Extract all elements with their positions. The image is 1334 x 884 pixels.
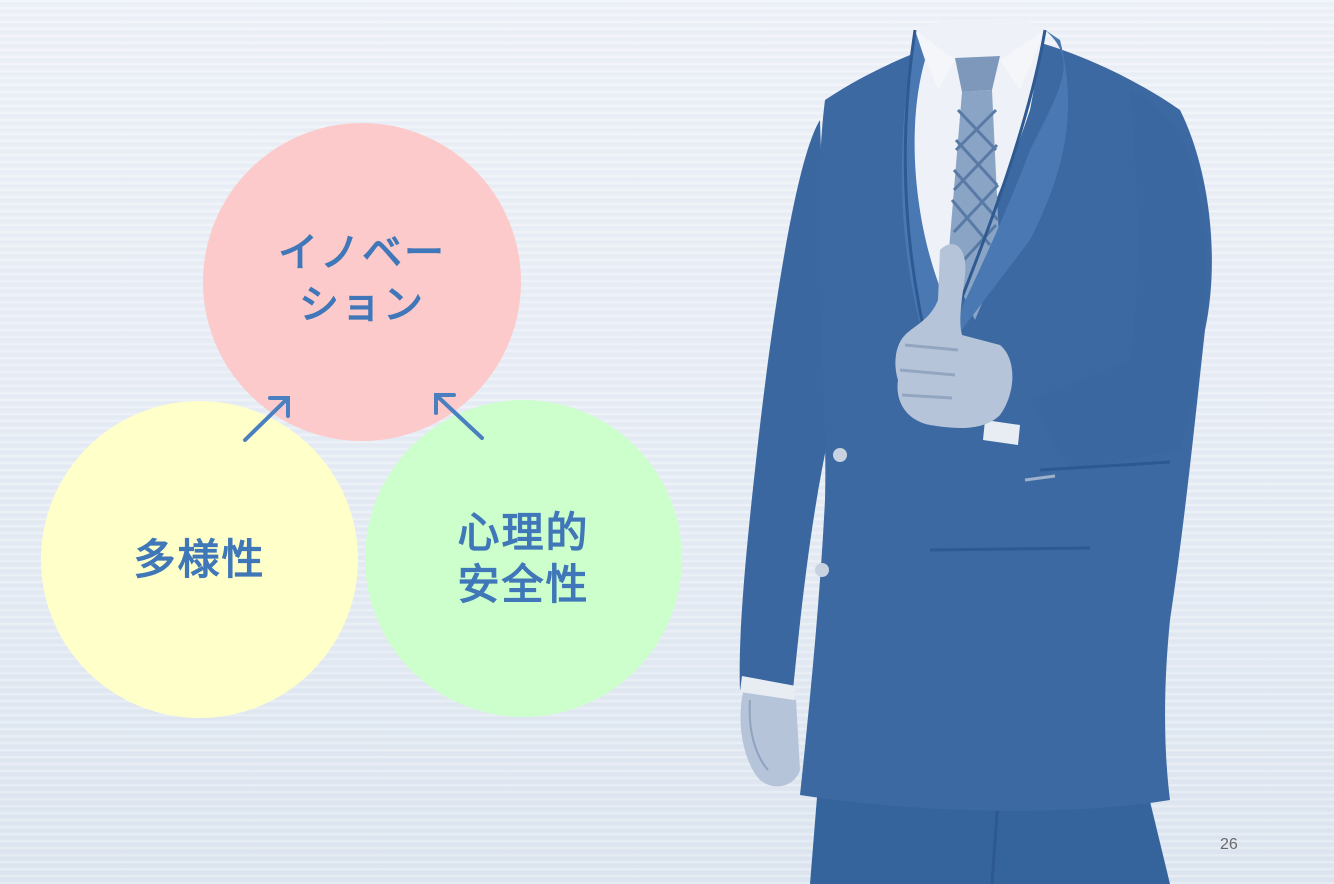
psychological-safety-circle: 心理的 安全性 xyxy=(365,400,682,717)
innovation-circle: イノベー ション xyxy=(203,123,521,441)
businessman-thumbs-up-image xyxy=(739,18,1212,884)
diversity-label: 多様性 xyxy=(133,534,266,584)
arrow-diversity-to-innovation xyxy=(243,396,290,442)
innovation-label: イノベー ション xyxy=(278,230,446,328)
arrow-psych-safety-to-innovation xyxy=(434,393,484,440)
page-number: 26 xyxy=(1220,836,1238,853)
diversity-circle: 多様性 xyxy=(41,401,358,718)
psychological-safety-label: 心理的 安全性 xyxy=(457,507,590,609)
